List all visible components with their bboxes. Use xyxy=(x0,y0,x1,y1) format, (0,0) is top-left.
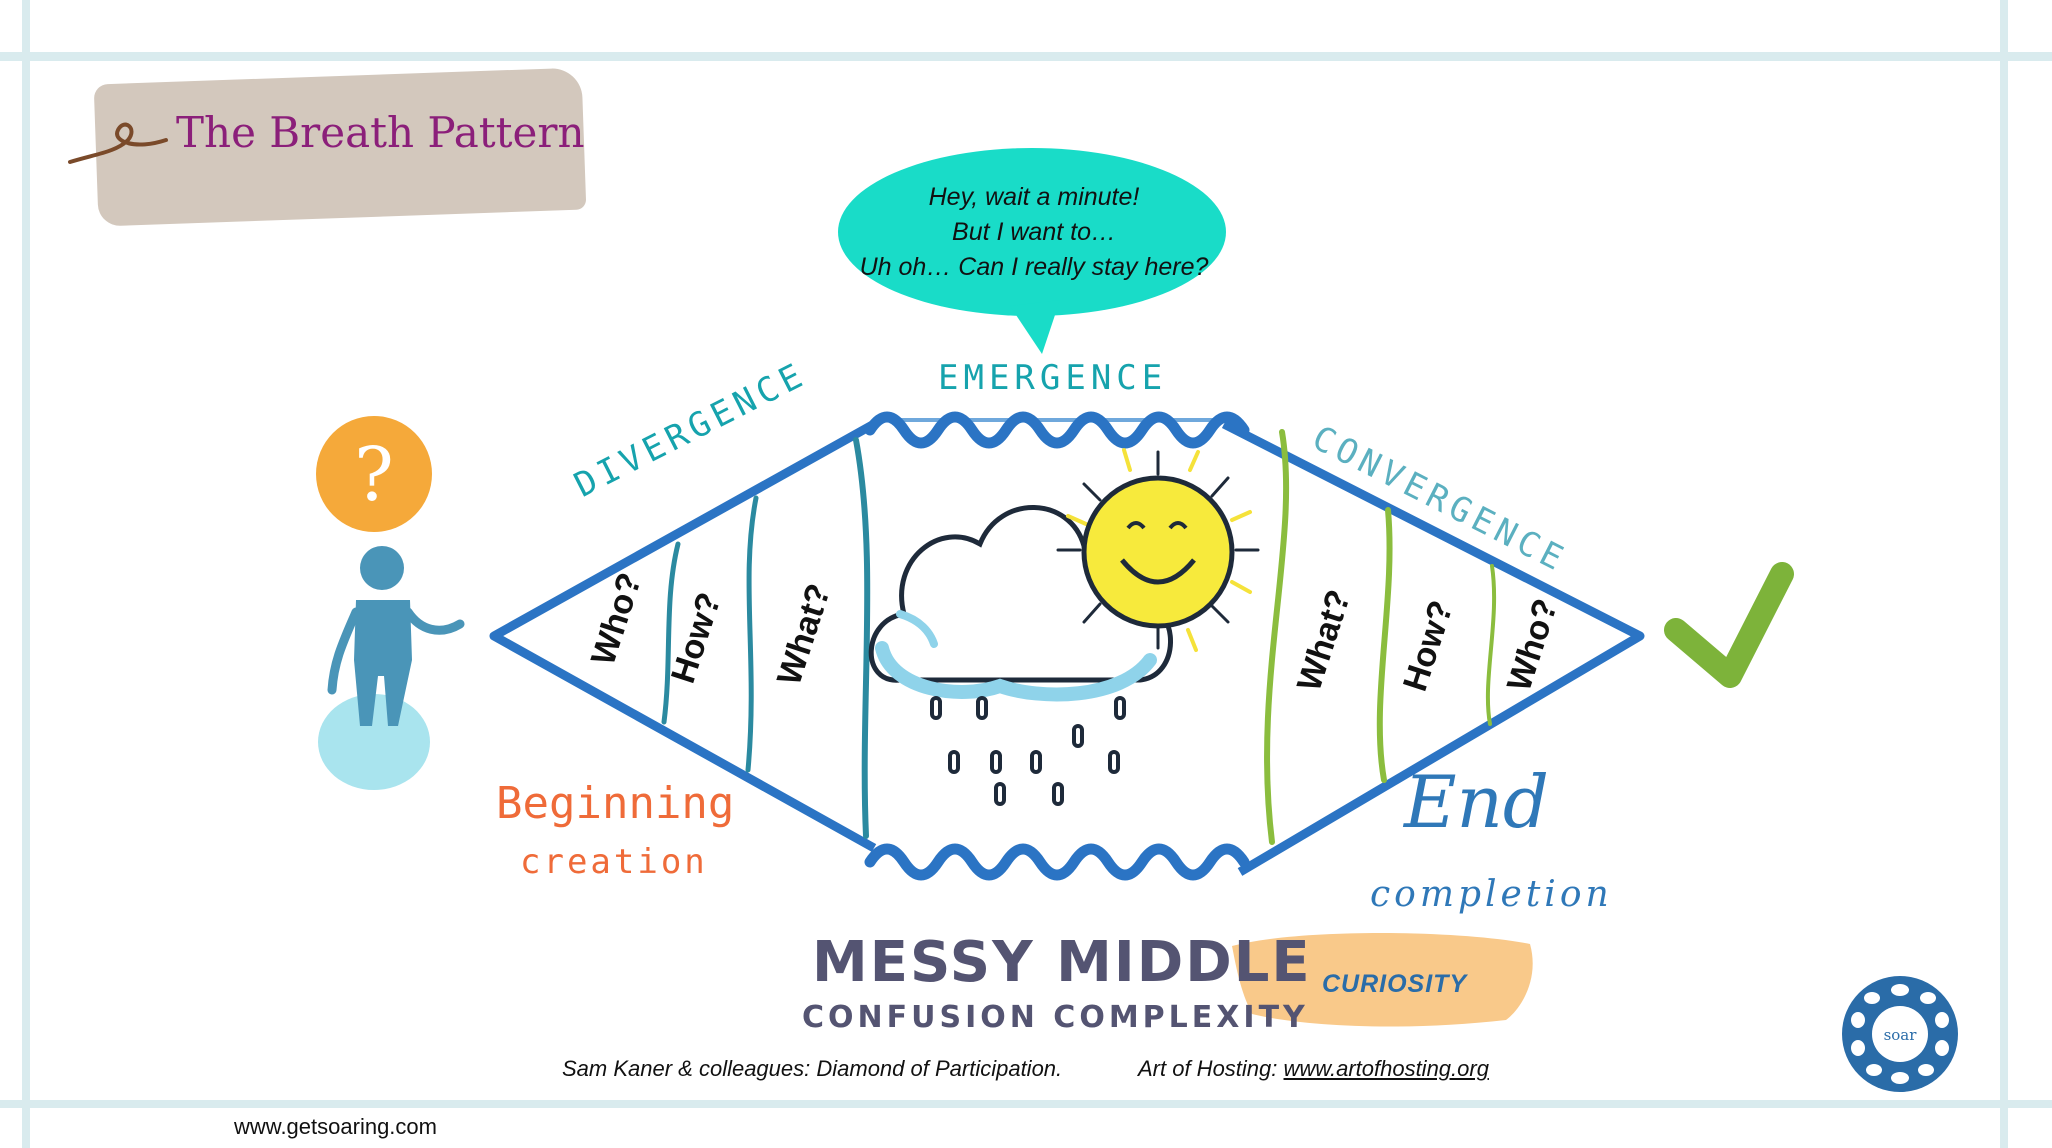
artofhosting-link[interactable]: www.artofhosting.org xyxy=(1283,1056,1489,1081)
smiling-sun-icon xyxy=(1056,448,1260,652)
frame-line-right xyxy=(2000,0,2008,1148)
curiosity-swash xyxy=(1232,933,1533,1027)
divergence-dividers xyxy=(661,437,871,839)
speech-bubble xyxy=(838,148,1226,354)
completion-label: completion xyxy=(1370,874,1613,915)
beginning-label: Beginning xyxy=(496,778,735,829)
confusion-complexity-label: CONFUSION COMPLEXITY xyxy=(802,1000,1309,1035)
convergence-dividers xyxy=(1264,429,1497,845)
frame-line-top xyxy=(0,52,2052,61)
person-icon xyxy=(318,546,465,790)
credit-art-of-hosting-prefix: Art of Hosting: xyxy=(1138,1056,1284,1081)
speech-bubble-text: Hey, wait a minute! But I want to… Uh oh… xyxy=(836,180,1232,285)
logo-text: soar xyxy=(1883,1026,1917,1044)
emergence-wave-top xyxy=(864,411,1250,449)
bubble-line-1: Hey, wait a minute! xyxy=(928,183,1140,211)
rain-drops xyxy=(930,696,1126,806)
frame-line-left xyxy=(22,0,30,1148)
bubble-line-2: But I want to… xyxy=(952,218,1116,246)
messy-middle-label: MESSY MIDDLE xyxy=(812,930,1312,995)
bubble-line-3: Uh oh… Can I really stay here? xyxy=(859,253,1209,281)
svg-text:?: ? xyxy=(354,432,394,518)
creation-label: creation xyxy=(520,842,708,882)
question-mark-icon: ? xyxy=(316,416,432,532)
page-title: The Breath Pattern xyxy=(176,108,585,157)
credit-art-of-hosting: Art of Hosting: www.artofhosting.org xyxy=(1138,1056,1489,1082)
frame-line-bottom xyxy=(0,1100,2052,1108)
checkmark-icon xyxy=(1664,562,1794,688)
website-url: www.getsoaring.com xyxy=(234,1114,437,1139)
emergence-wave-bottom xyxy=(864,843,1250,881)
soar-logo-icon xyxy=(1842,976,1958,1092)
swirl-icon xyxy=(68,122,168,164)
end-label: End xyxy=(1404,760,1550,844)
credit-kaner: Sam Kaner & colleagues: Diamond of Parti… xyxy=(562,1056,1063,1081)
emergence-label: EMERGENCE xyxy=(938,358,1168,398)
curiosity-label: CURIOSITY xyxy=(1322,970,1468,998)
